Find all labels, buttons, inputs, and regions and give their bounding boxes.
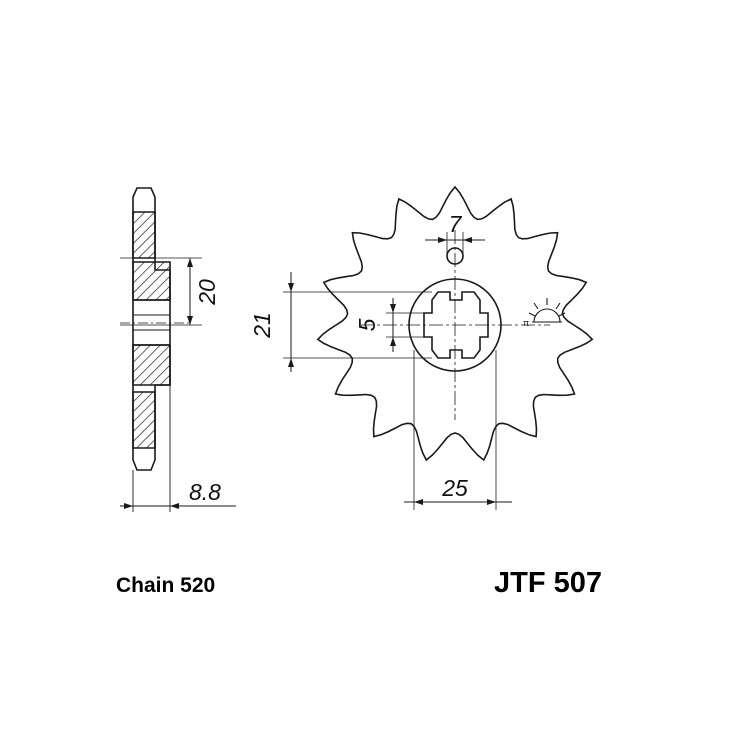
spline-diameter-label: 25	[441, 475, 468, 501]
side-hatch-upper	[132, 211, 156, 259]
chain-size-label: Chain 520	[116, 574, 215, 597]
sprocket-sun-icon: π	[523, 298, 566, 328]
part-number-label: JTF 507	[494, 567, 602, 599]
side-hatch-hub-upper	[132, 261, 171, 301]
side-hatch-lower	[132, 391, 156, 449]
svg-text:π: π	[523, 318, 529, 328]
front-view	[283, 185, 594, 510]
hub-width-label: 20	[194, 279, 220, 306]
hole-diameter-label: 7	[449, 211, 463, 237]
spline-bore	[423, 291, 489, 359]
side-view	[120, 187, 236, 512]
hub-ring	[408, 278, 502, 372]
bore-dimension-label: 21	[249, 312, 275, 339]
side-hatch-hub-lower	[132, 344, 171, 386]
key-width-label: 5	[354, 318, 380, 331]
thickness-label: 8.8	[189, 479, 221, 505]
